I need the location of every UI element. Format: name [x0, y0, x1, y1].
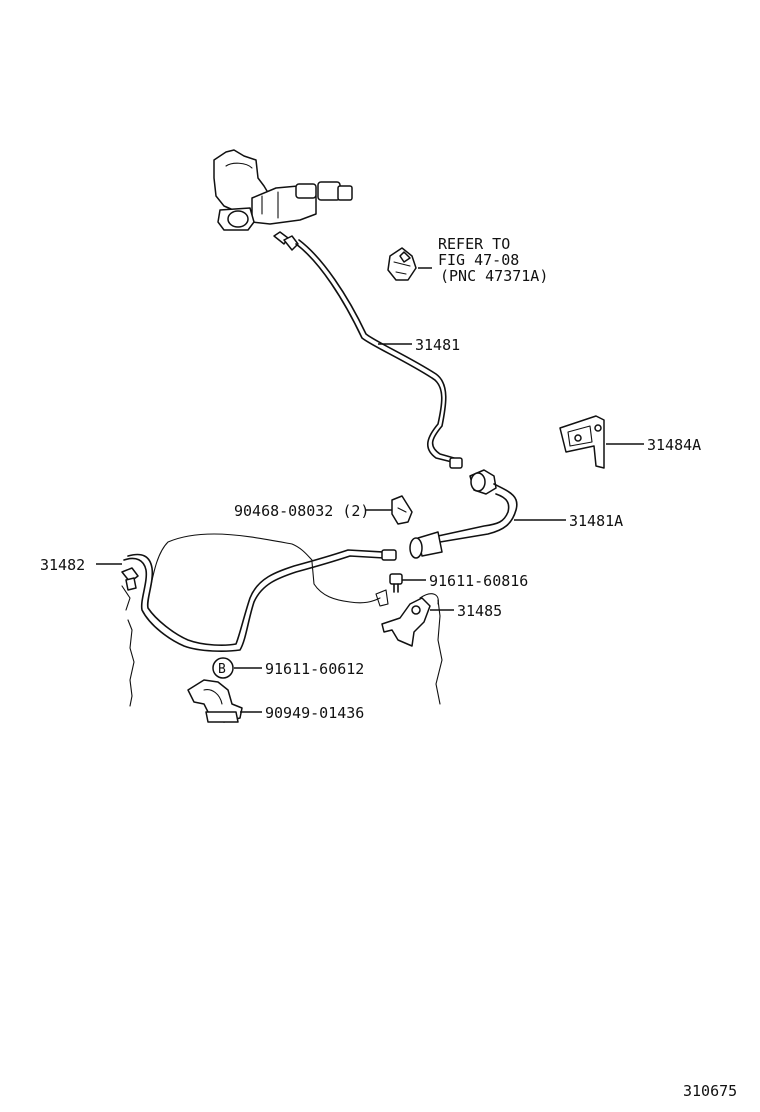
- leader-lines: [96, 267, 644, 713]
- callout-90468: 90468-08032 (2): [234, 502, 369, 520]
- callout-31484a: 31484A: [647, 436, 701, 454]
- clamp-90949: [187, 679, 243, 723]
- clip-90468: [391, 495, 413, 525]
- callout-31482: 31482: [40, 556, 85, 574]
- refer-note-line2: FIG 47-08: [438, 251, 519, 269]
- refer-bracket: [387, 247, 417, 281]
- figure-number: 310675: [683, 1082, 737, 1100]
- refer-note-line1: REFER TO: [438, 235, 510, 253]
- engine-outline: [121, 533, 443, 707]
- bracket-31485: [375, 589, 439, 647]
- tube-31482: [121, 549, 397, 652]
- master-cylinder: [213, 149, 353, 231]
- badge-b: [212, 657, 234, 679]
- bolt-91611-60816: [389, 573, 403, 593]
- callout-31481: 31481: [415, 336, 460, 354]
- hose-31481a: [409, 469, 518, 559]
- tube-31481: [273, 231, 463, 469]
- callout-91611-60612: 91611-60612: [265, 660, 364, 678]
- callout-31485: 31485: [457, 602, 502, 620]
- callout-31481a: 31481A: [569, 512, 623, 530]
- refer-note-line3: (PNC 47371A): [440, 267, 548, 285]
- badge-b-letter: B: [218, 662, 226, 677]
- callout-90949: 90949-01436: [265, 704, 364, 722]
- callout-91611-60816: 91611-60816: [429, 572, 528, 590]
- bracket-31484a: [559, 415, 605, 469]
